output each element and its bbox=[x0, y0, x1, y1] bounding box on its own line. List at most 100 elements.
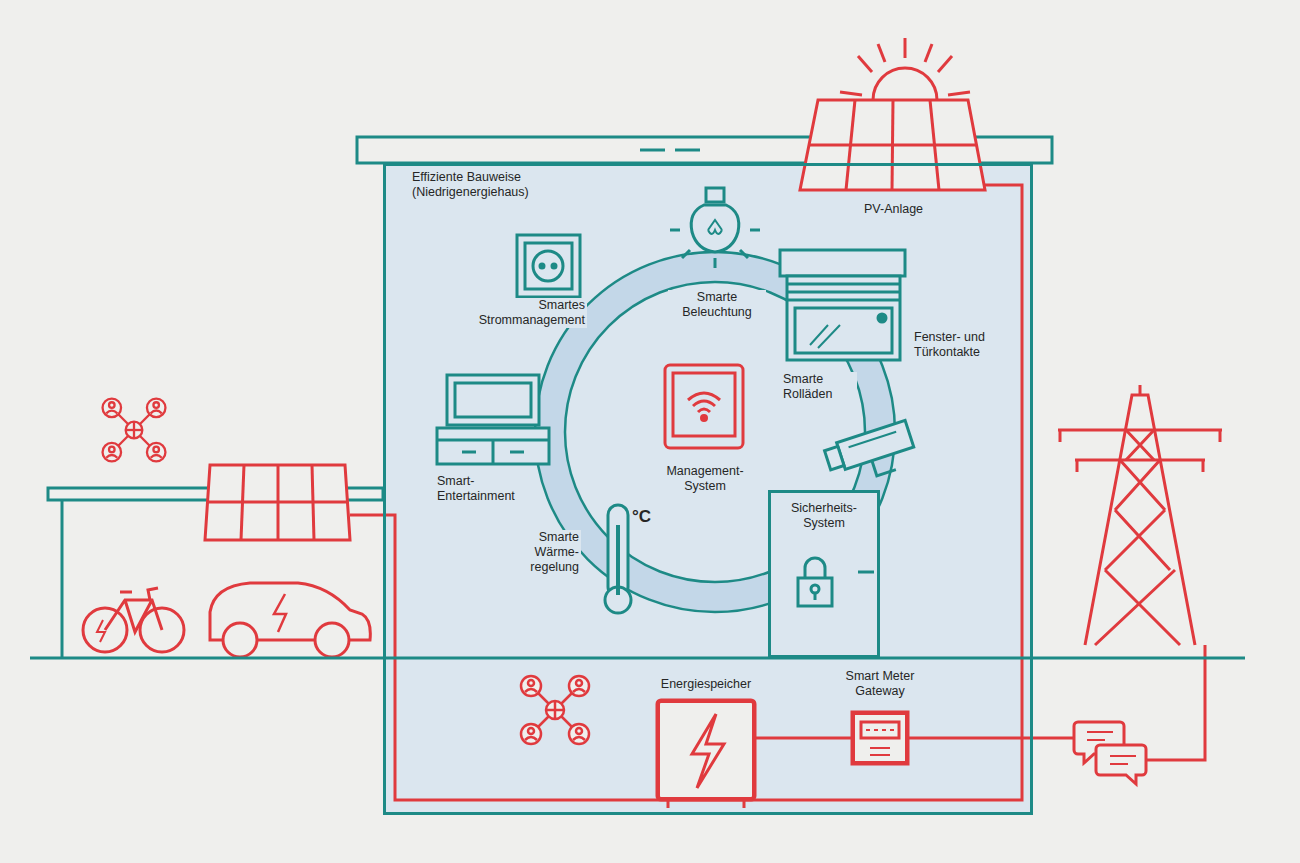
roof-pv-panel-part bbox=[846, 100, 855, 190]
sun-part bbox=[840, 92, 862, 95]
bulb-icon-part bbox=[691, 205, 739, 252]
tablet-icon bbox=[665, 365, 743, 448]
ground-line-part bbox=[30, 657, 1245, 660]
meter-fill-part bbox=[852, 712, 908, 764]
sun-part bbox=[925, 44, 932, 62]
power-pylon-part bbox=[1095, 430, 1180, 645]
sun-part bbox=[948, 92, 970, 95]
lock-icon-part bbox=[814, 593, 817, 600]
socket-icon-part bbox=[517, 235, 580, 297]
chat-bubbles-part bbox=[1087, 732, 1136, 764]
power-wire-part bbox=[350, 185, 1022, 800]
socket-icon-part bbox=[533, 251, 563, 281]
roof-pv-panel-part bbox=[892, 100, 893, 190]
shutter-icon-part bbox=[810, 325, 840, 348]
e-car-part bbox=[223, 623, 257, 657]
network-icon bbox=[103, 399, 589, 744]
shutter-icon-part bbox=[787, 284, 900, 300]
feature-label: Smarte Rolläden bbox=[781, 372, 857, 402]
door-fill bbox=[768, 490, 880, 658]
roof-pv-panel bbox=[800, 100, 985, 190]
power-pylon-part bbox=[1058, 385, 1222, 472]
power-wire-part bbox=[1143, 645, 1205, 760]
power-pylon-part bbox=[1085, 395, 1195, 645]
lock-icon bbox=[798, 558, 874, 606]
energy-storage: Energiespeicher bbox=[657, 700, 755, 800]
camera-icon-part bbox=[872, 454, 896, 475]
shutter-icon-part bbox=[878, 314, 886, 322]
carport-pv-panel bbox=[205, 465, 350, 540]
house-fill bbox=[383, 163, 1033, 815]
thermometer-icon-part bbox=[616, 525, 620, 595]
storage-fill-part bbox=[692, 714, 724, 788]
node-label: Management- System bbox=[650, 464, 760, 494]
carport-part bbox=[61, 500, 64, 658]
node-label: Effiziente Bauweise (Niedrigenergiehaus) bbox=[410, 170, 564, 200]
roof-pv-panel-part bbox=[800, 100, 985, 190]
socket-icon-part bbox=[525, 243, 572, 289]
carport-pv-panel-part bbox=[277, 465, 280, 540]
tv-icon-part bbox=[437, 428, 549, 464]
tv-icon-part bbox=[437, 440, 549, 464]
e-bike-part bbox=[105, 588, 162, 632]
node-label: Energiespeicher bbox=[640, 677, 772, 692]
meter-fill bbox=[852, 712, 908, 764]
power-line bbox=[755, 737, 852, 740]
camera-icon bbox=[823, 420, 918, 488]
meter-fill-part bbox=[866, 730, 894, 755]
camera-icon-part bbox=[825, 446, 844, 469]
lock-icon-part bbox=[811, 585, 819, 593]
sun-part bbox=[858, 56, 872, 72]
feature-label: Smarte Wärme- regelung bbox=[515, 530, 581, 575]
shutter-icon-part bbox=[795, 308, 892, 353]
node-label: Smart Meter Gateway bbox=[838, 669, 922, 699]
feature-label: Smarte Beleuchtung bbox=[668, 290, 766, 320]
carport-pv-panel-part bbox=[241, 465, 244, 540]
thermometer-icon-part bbox=[608, 505, 628, 597]
power-wire bbox=[350, 185, 1205, 800]
tablet-icon-part bbox=[673, 373, 735, 436]
sun-part bbox=[878, 44, 885, 62]
ground-line bbox=[30, 658, 1245, 659]
socket-icon bbox=[517, 235, 580, 297]
bulb-icon-part bbox=[706, 188, 724, 202]
bulb-icon-part bbox=[670, 230, 760, 268]
tablet-icon-part bbox=[665, 365, 743, 448]
lock-icon-part bbox=[805, 558, 825, 578]
smart-meter: Smart Meter Gateway bbox=[852, 712, 908, 764]
network-icon-part bbox=[521, 676, 589, 744]
sun-part bbox=[938, 56, 952, 72]
shutter-icon bbox=[780, 250, 905, 360]
sun-part bbox=[904, 38, 907, 58]
roof-part bbox=[640, 149, 665, 152]
carport-pv-panel-part bbox=[312, 465, 314, 540]
security-door: Sicherheits- System bbox=[768, 490, 880, 658]
shutter-icon-part bbox=[780, 250, 905, 276]
power-pylon bbox=[1058, 385, 1222, 645]
e-car-part bbox=[315, 623, 349, 657]
power-wire-part bbox=[908, 737, 1080, 740]
socket-icon-part bbox=[552, 264, 556, 268]
bulb-icon bbox=[670, 188, 760, 268]
tv-icon bbox=[437, 375, 549, 464]
chat-bubbles bbox=[1074, 722, 1146, 784]
house-fill-part bbox=[383, 163, 1033, 815]
shutter-icon-part bbox=[787, 276, 900, 360]
e-car bbox=[210, 583, 370, 657]
storage-fill-part bbox=[668, 800, 744, 808]
lock-icon-part bbox=[858, 571, 874, 574]
unit-label: °C bbox=[630, 507, 662, 527]
tv-icon-part bbox=[447, 375, 539, 425]
e-bike bbox=[83, 588, 184, 652]
carport-pv-panel-part bbox=[205, 465, 350, 540]
lock-icon-part bbox=[798, 578, 832, 606]
camera-icon-part bbox=[849, 432, 897, 447]
socket-icon-part bbox=[540, 264, 544, 268]
storage-fill bbox=[657, 700, 755, 808]
feature-label: PV-Anlage bbox=[862, 202, 946, 217]
management-system: Management- System bbox=[650, 362, 760, 504]
roof-part bbox=[675, 149, 700, 152]
door-fill-part bbox=[768, 490, 880, 658]
